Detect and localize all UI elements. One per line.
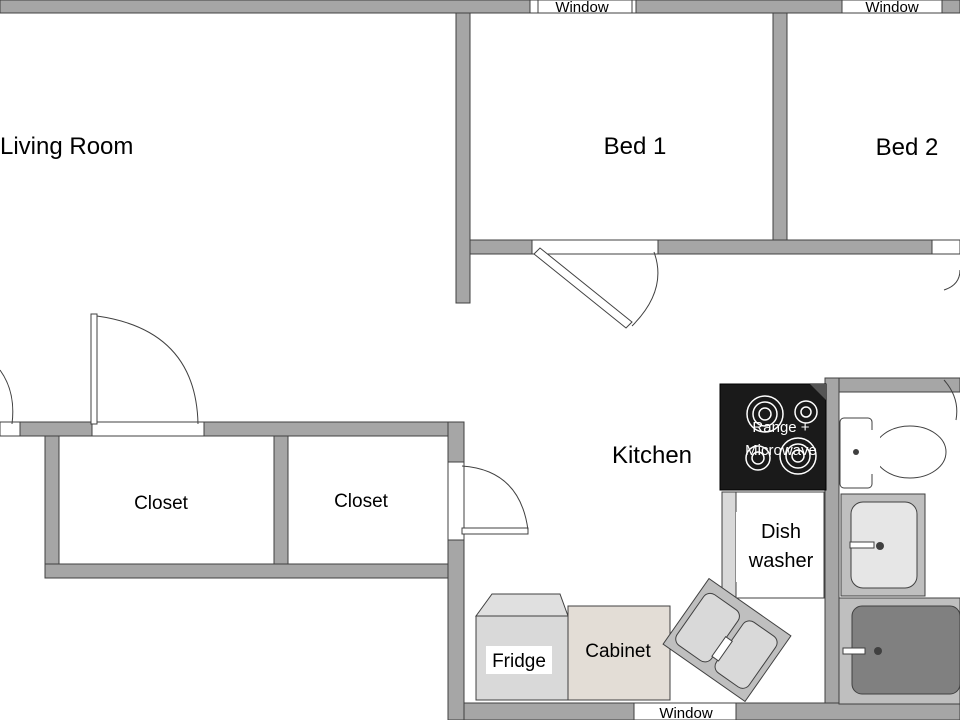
- wall-bed1-hall-left: [469, 239, 533, 255]
- wall-bed1-bed2: [772, 12, 788, 242]
- wall-closet-bottom: [44, 563, 449, 579]
- fridge-label: Fridge: [492, 651, 546, 672]
- burners: [745, 395, 818, 475]
- wall-living-bed1: [455, 12, 471, 304]
- range-label-line2: Microwave: [745, 442, 817, 459]
- wall-bottom-left: [463, 702, 635, 720]
- wall-closet-top-right: [203, 421, 465, 437]
- wall-closet-top-left: [19, 421, 93, 437]
- doors: [0, 239, 960, 541]
- dishwasher: [721, 491, 825, 599]
- wall-closet-door-jamb-top: [447, 421, 465, 463]
- wall-bottom-right: [735, 702, 960, 720]
- room-label-closet-right: Closet: [334, 491, 389, 512]
- door-closet-right[interactable]: [461, 527, 529, 535]
- wall-top-middle: [631, 0, 843, 14]
- wall-top-left: [0, 0, 539, 14]
- door-closet-left[interactable]: [90, 313, 98, 425]
- window-label-top-right: Window: [865, 0, 919, 16]
- window-label-top-middle: Window: [555, 0, 609, 16]
- bathroom-sink: [840, 493, 926, 597]
- cabinet: [567, 605, 671, 701]
- labels: Living Room Bed 1 Bed 2 Kitchen Closet C…: [0, 0, 938, 720]
- window-frames: [529, 0, 943, 720]
- wall-kitchen-bath: [824, 377, 840, 720]
- door-bed1[interactable]: [533, 247, 633, 329]
- window-top-right: [841, 0, 943, 14]
- window-label-bottom: Window: [659, 705, 713, 720]
- wall-bed-hall: [657, 239, 933, 255]
- door-entry-swing: [0, 369, 14, 425]
- room-label-closet-left: Closet: [134, 493, 189, 514]
- wall-top-right: [941, 0, 960, 14]
- cabinet-label: Cabinet: [585, 641, 651, 662]
- range-label-line1: Range +: [752, 419, 809, 436]
- door-bed2-swing: [943, 269, 960, 291]
- wall-closet-left: [44, 435, 60, 579]
- room-label-bed2: Bed 2: [876, 134, 939, 161]
- door-closet-left-swing: [96, 315, 199, 425]
- window-bottom: [633, 702, 737, 720]
- wall-closet-divider: [273, 435, 289, 567]
- door-bath-swing: [943, 379, 958, 421]
- room-label-bed1: Bed 1: [604, 133, 667, 160]
- room-label-kitchen: Kitchen: [612, 442, 692, 469]
- range-microwave: [719, 383, 827, 491]
- door-bed1-swing: [631, 251, 659, 327]
- faucet-icon: [711, 635, 733, 662]
- dishwasher-label-line1: Dish: [761, 521, 801, 543]
- room-label-living: Living Room: [0, 133, 133, 160]
- kitchen-sink: [662, 577, 792, 703]
- door-closet-right-swing: [461, 465, 529, 531]
- wall-bath-top: [838, 377, 960, 393]
- fridge: [475, 593, 569, 701]
- wall-kitchen-left: [447, 539, 465, 720]
- toilet: [839, 417, 947, 489]
- bathtub: [838, 597, 960, 705]
- dishwasher-label-line2: washer: [748, 550, 814, 572]
